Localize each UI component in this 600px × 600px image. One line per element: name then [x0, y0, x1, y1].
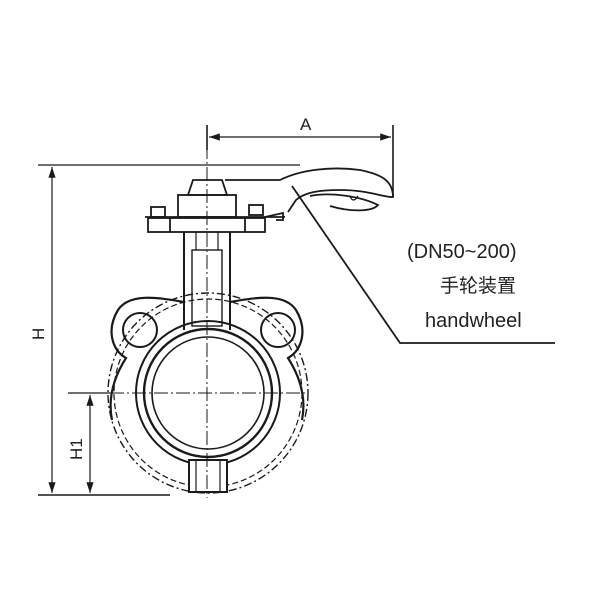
dimension-a	[206, 125, 394, 197]
dimension-h	[38, 164, 300, 496]
dimension-h1	[68, 392, 110, 493]
gearbox-top	[145, 179, 285, 233]
callout-leader-line	[291, 185, 555, 344]
dimension-a-label: A	[300, 115, 312, 134]
callout-size-range: (DN50~200)	[407, 241, 517, 263]
handle-lever	[225, 167, 394, 213]
callout-name-en: handwheel	[425, 310, 522, 332]
centerlines	[110, 145, 306, 498]
callout-name-cn: 手轮装置	[440, 275, 516, 297]
dimension-h-label: H	[29, 328, 48, 340]
dimension-h1-label: H1	[67, 438, 86, 460]
